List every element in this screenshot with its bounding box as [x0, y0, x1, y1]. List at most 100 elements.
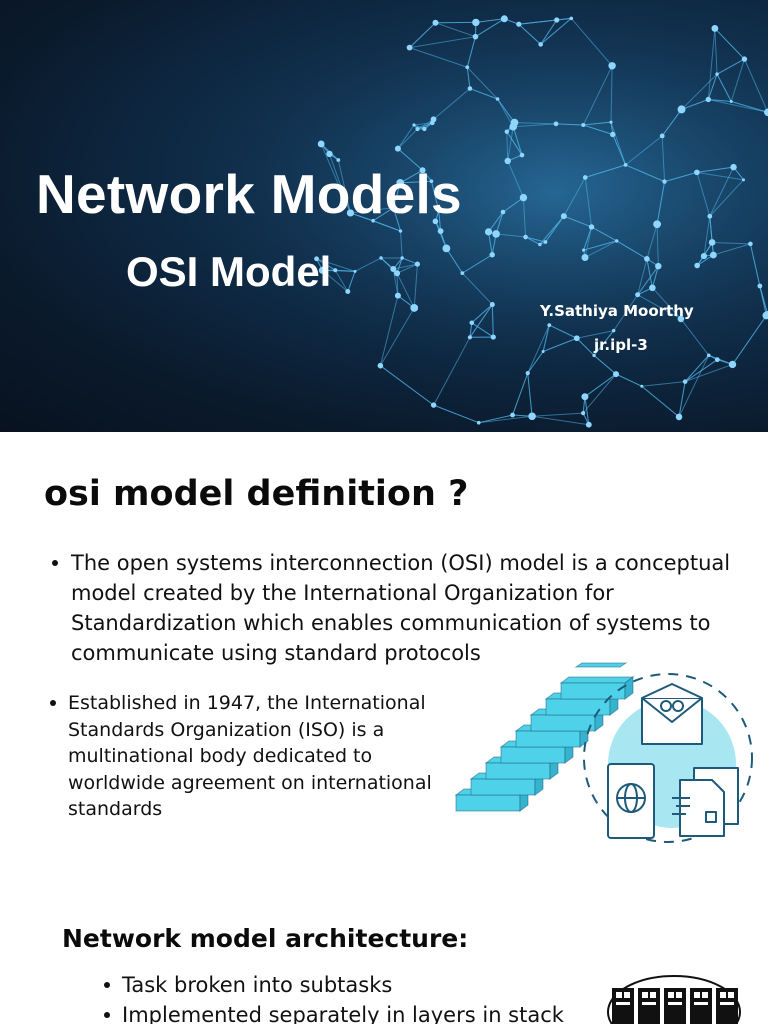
network-link [475, 18, 505, 38]
network-node [573, 335, 580, 342]
network-link [466, 66, 498, 100]
network-node [623, 162, 628, 167]
network-link [532, 415, 589, 426]
network-node [582, 248, 586, 252]
network-link [709, 179, 744, 217]
network-link [656, 224, 659, 267]
network-node [422, 126, 427, 132]
list-item-text: Task broken into subtasks [122, 973, 393, 997]
network-link [708, 354, 733, 365]
network-link [478, 414, 513, 424]
network-link [434, 221, 447, 249]
network-node [655, 262, 662, 270]
network-link [625, 164, 665, 183]
network-node [708, 239, 716, 246]
network-link [397, 128, 418, 149]
network-link [593, 330, 615, 356]
network-link [506, 131, 523, 156]
network-node [714, 357, 720, 363]
network-node [460, 271, 465, 276]
network-node [608, 62, 616, 70]
network-link [413, 264, 418, 308]
network-node [553, 121, 559, 127]
network-node [500, 15, 508, 23]
network-link [696, 166, 734, 173]
network-node [543, 240, 548, 244]
network-node [764, 108, 768, 117]
network-link [396, 273, 415, 309]
network-node [346, 209, 355, 217]
page-title: Network Models [36, 163, 462, 225]
network-link [637, 294, 682, 320]
network-link [334, 269, 349, 292]
network-link [563, 177, 586, 217]
network-node [437, 228, 444, 235]
network-link [542, 337, 577, 352]
network-node [371, 218, 375, 223]
network-link [527, 324, 550, 374]
network-link [681, 99, 709, 110]
network-node [410, 304, 419, 312]
network-node [490, 334, 496, 340]
network-link [469, 88, 498, 100]
network-link [641, 381, 686, 387]
network-node [394, 292, 401, 299]
network-link [380, 365, 434, 406]
definition-heading: osi model definition ? [44, 474, 469, 514]
network-node [640, 384, 644, 388]
network-node [582, 175, 588, 180]
network-node [465, 65, 470, 70]
network-link [354, 257, 382, 272]
server-stack-icon [607, 975, 741, 1024]
network-link [397, 124, 415, 149]
network-link [714, 28, 718, 75]
network-node [581, 393, 589, 401]
network-link [563, 215, 592, 228]
network-link [615, 373, 643, 387]
network-node [396, 178, 405, 187]
network-node [317, 140, 325, 148]
network-link [409, 36, 476, 49]
network-link [696, 172, 711, 217]
network-link [507, 160, 524, 198]
network-node [390, 204, 397, 211]
network-link [379, 295, 399, 366]
network-link [513, 123, 557, 128]
network-link [433, 337, 471, 406]
network-link [759, 285, 767, 316]
network-node [500, 209, 506, 215]
network-node [525, 371, 530, 376]
network-node [394, 145, 401, 152]
network-link [396, 263, 418, 274]
network-link [392, 207, 402, 232]
network-link [350, 207, 394, 214]
network-node [415, 126, 420, 132]
network-link [438, 211, 442, 232]
bullet-dot [104, 982, 110, 988]
network-link [612, 134, 627, 166]
network-link [610, 122, 627, 166]
network-globe-illustration [0, 0, 768, 432]
network-node [436, 209, 441, 213]
definition-bullet-text: Established in 1947, the International S… [68, 692, 432, 820]
network-node [588, 224, 595, 230]
network-node [390, 266, 397, 273]
network-node [615, 239, 619, 243]
network-node [406, 44, 413, 51]
network-link [696, 171, 744, 181]
network-node [353, 269, 357, 273]
network-link [680, 318, 710, 356]
network-link [576, 337, 595, 356]
network-link [610, 65, 613, 123]
network-node [694, 262, 700, 269]
network-link [584, 177, 593, 227]
network-node [705, 96, 712, 103]
network-link [646, 224, 658, 259]
network-link [708, 98, 732, 103]
network-link [393, 263, 418, 270]
network-link [461, 272, 493, 305]
network-link [593, 355, 617, 375]
network-link [714, 28, 745, 60]
network-node [510, 412, 515, 418]
network-node [677, 315, 685, 323]
